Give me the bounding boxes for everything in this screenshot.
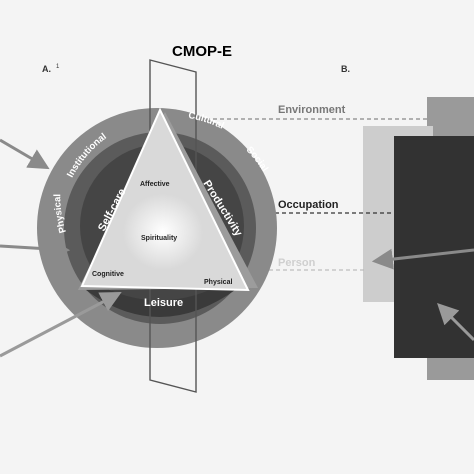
occupation-arrow: [0, 238, 71, 260]
occupation-box: [394, 136, 474, 358]
physical-person-label: Physical: [204, 279, 232, 286]
spirituality-label: Spirituality: [141, 235, 177, 242]
panel-a-superscript: 1: [56, 64, 60, 70]
spirituality-center: [123, 194, 203, 270]
cognitive-label: Cognitive: [92, 271, 124, 278]
person-box-arrow: [371, 248, 474, 270]
panel-a-label: A.: [42, 64, 51, 74]
person-label: Person: [278, 257, 316, 269]
affective-label: Affective: [140, 181, 170, 188]
leisure-band: [86, 280, 238, 318]
occupation-label: Occupation: [278, 199, 339, 211]
occupation-box-arrow: [437, 303, 474, 342]
environment-label: Environment: [278, 104, 346, 116]
leisure-label: Leisure: [144, 297, 183, 309]
panel-b-label: B.: [341, 64, 350, 74]
person-arrow: [0, 292, 122, 358]
environment-arrow: [0, 138, 50, 170]
diagram-title: CMOP-E: [172, 43, 232, 60]
